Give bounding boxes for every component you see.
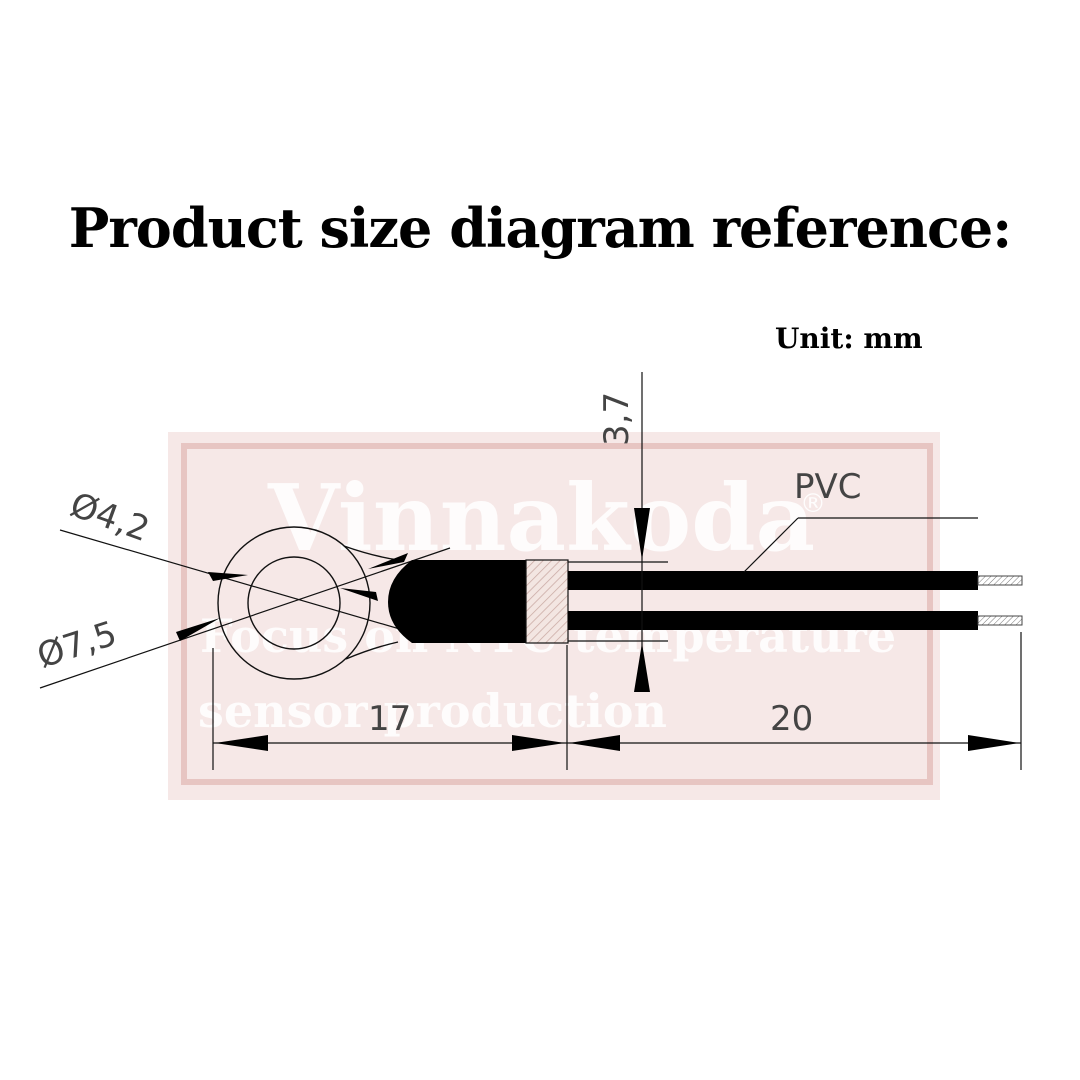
wire-top — [568, 571, 978, 590]
arrowhead — [569, 735, 620, 751]
arrowhead — [208, 572, 248, 581]
lead-wires — [568, 571, 1023, 630]
arrowhead — [215, 735, 268, 751]
thickness-arrows — [634, 508, 650, 692]
watermark-brand: Vinnakoda — [267, 464, 815, 572]
arrowhead — [512, 735, 565, 751]
arrowhead — [968, 735, 1019, 751]
length-dimensions — [212, 632, 1022, 770]
arrowhead — [634, 508, 650, 560]
arrowhead — [368, 553, 408, 569]
epoxy-head — [388, 560, 428, 643]
watermark-tagline-2: sensor production — [198, 684, 667, 738]
ring-terminal — [217, 526, 399, 680]
length-arrows — [215, 735, 1019, 751]
ring-inner-circle — [247, 556, 341, 650]
inner-diameter-leader — [59, 529, 411, 633]
diameter-leaders — [39, 529, 451, 689]
wire-tip-bottom — [977, 615, 1023, 626]
thickness-label: 3,7 — [597, 392, 637, 446]
ring-outer-circle — [217, 526, 371, 680]
watermark-registered-mark: ® — [800, 489, 826, 519]
unit-label: Unit: mm — [775, 322, 923, 355]
page-title: Product size diagram reference: — [68, 196, 1012, 260]
inner-diameter-label: Ø4,2 — [65, 485, 155, 550]
ring-neck-bottom — [345, 641, 399, 660]
sensor-head — [388, 559, 569, 644]
pvc-leader — [743, 517, 978, 573]
arrowhead — [176, 618, 220, 641]
lead-length-label: 20 — [770, 699, 813, 739]
sensor-body — [426, 560, 526, 643]
diameter-arrows — [176, 553, 408, 641]
outer-diameter-leader — [39, 547, 451, 689]
pvc-leader-diagonal — [743, 517, 799, 573]
arrowhead — [340, 588, 378, 601]
wire-bottom — [568, 611, 978, 630]
arrowhead — [634, 643, 650, 692]
body-length-label: 17 — [368, 699, 411, 739]
pvc-label: PVC — [794, 467, 862, 507]
wire-tip-top — [977, 575, 1023, 586]
heat-shrink-sleeve — [525, 559, 569, 644]
outer-diameter-label: Ø7,5 — [32, 614, 121, 677]
